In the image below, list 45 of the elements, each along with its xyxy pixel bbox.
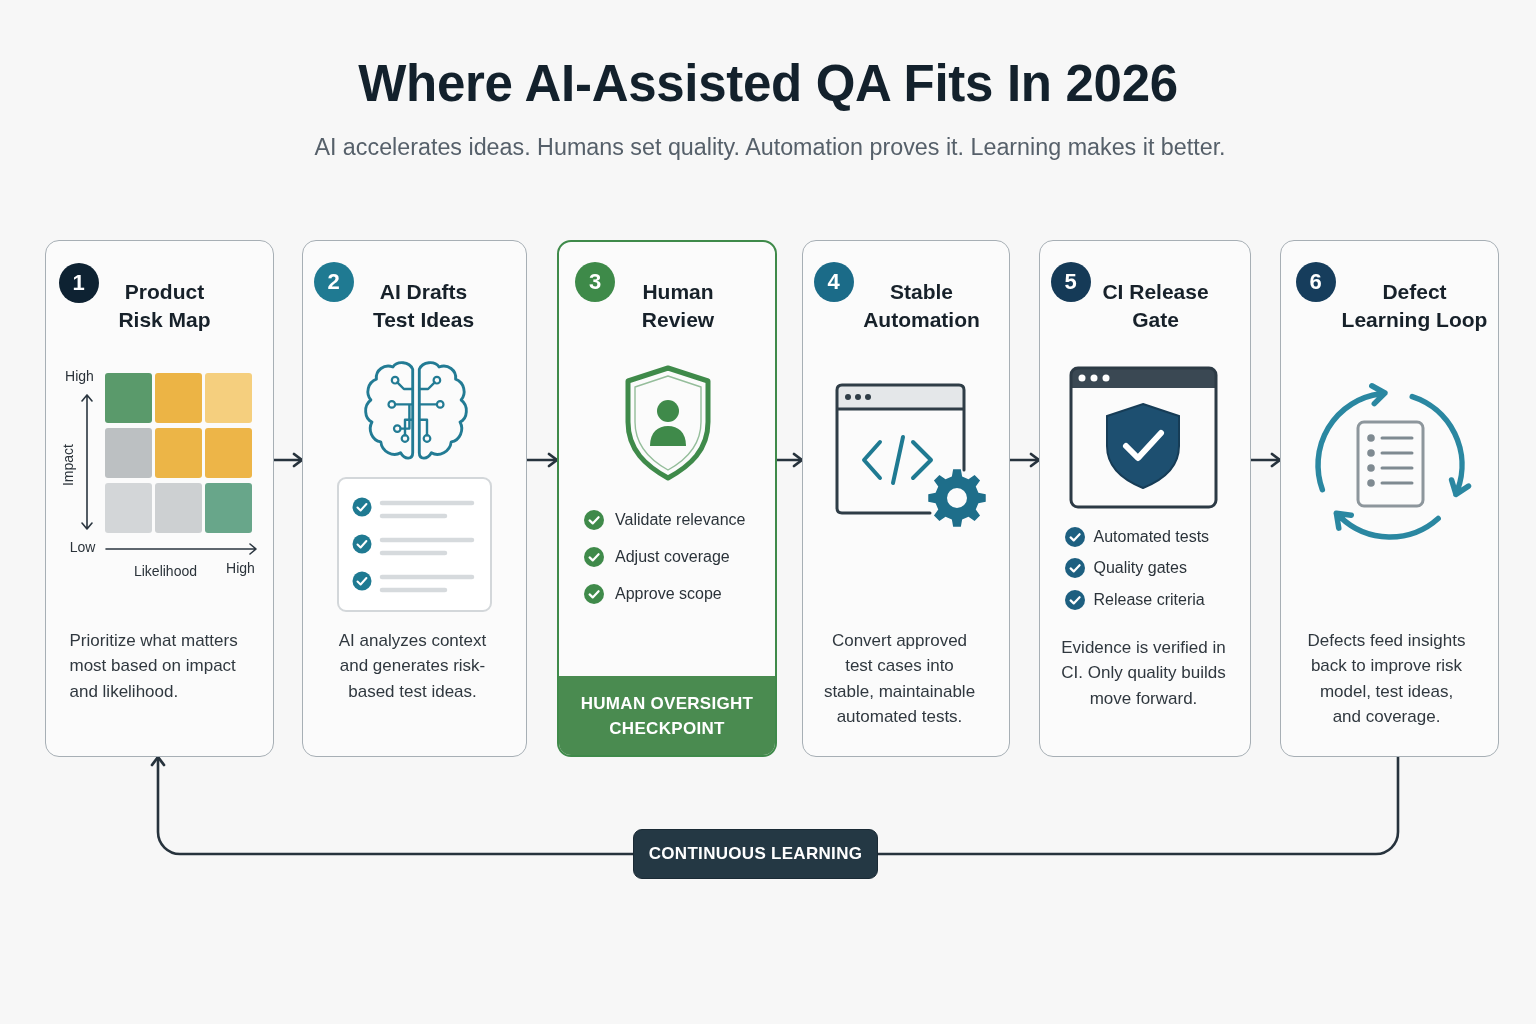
arrow (525, 452, 559, 468)
step-title: Stable Automation (862, 278, 981, 333)
step-title: Defect Learning Loop (1340, 278, 1489, 333)
axis-label: Low (68, 538, 97, 556)
subtitle: AI accelerates ideas. Humans set quality. Automation proves it. Learning makes it better. (314, 133, 1226, 161)
step-card (802, 240, 1010, 757)
checklist-item: Adjust coverage (615, 547, 730, 567)
step-title: Product Risk Map (117, 278, 212, 333)
page-title: Where AI-Assisted QA Fits In 2026 (358, 54, 1178, 114)
arrow (775, 452, 804, 468)
axis-label: Likelihood (132, 562, 199, 580)
axis-label: Impact (59, 442, 77, 488)
axis-label: High (64, 367, 95, 385)
checklist-item: Quality gates (1093, 557, 1187, 578)
step-number-badge: 1 (58, 262, 99, 303)
step-title: Human Review (640, 279, 716, 333)
step-card (1280, 240, 1499, 757)
loop-label-tag: CONTINUOUS LEARNING (633, 829, 878, 879)
checklist-item: Approve scope (615, 584, 722, 604)
step-number-badge: 5 (1050, 261, 1091, 302)
step-description: Prioritize what matters most based on impact and likelihood. (69, 629, 239, 703)
step-card (1039, 240, 1251, 757)
step-number-badge: 6 (1295, 261, 1336, 302)
step-number-badge: 2 (313, 261, 354, 302)
checklist-item: Release criteria (1093, 589, 1205, 610)
step-number-badge: 3 (575, 262, 615, 302)
step-title: CI Release Gate (1101, 278, 1210, 333)
step-number-badge: 4 (813, 261, 854, 302)
step-description: Convert approved test cases into stable, maintainable automated tests. (822, 629, 977, 728)
step-card (557, 240, 777, 757)
step-description: Evidence is verified in CI. Only quality builds move forward. (1060, 636, 1227, 710)
arrow (150, 755, 635, 856)
arrow (272, 452, 304, 468)
step-description: Defects feed insights back to improve risk model, test ideas, and coverage. (1306, 629, 1467, 728)
checklist-item: Automated tests (1093, 526, 1210, 547)
step-card (45, 240, 274, 757)
checklist-item: Validate relevance (615, 510, 746, 530)
step-description: AI analyzes context and generates risk-based test ideas. (337, 629, 488, 703)
checkpoint-banner: HUMAN OVERSIGHT CHECKPOINT (559, 676, 775, 755)
axis-label: High (225, 559, 256, 577)
arrow (1008, 452, 1041, 468)
connector-line (876, 755, 1400, 856)
arrow (1249, 452, 1282, 468)
step-card (302, 240, 527, 757)
step-title: AI Drafts Test Ideas (371, 278, 476, 333)
